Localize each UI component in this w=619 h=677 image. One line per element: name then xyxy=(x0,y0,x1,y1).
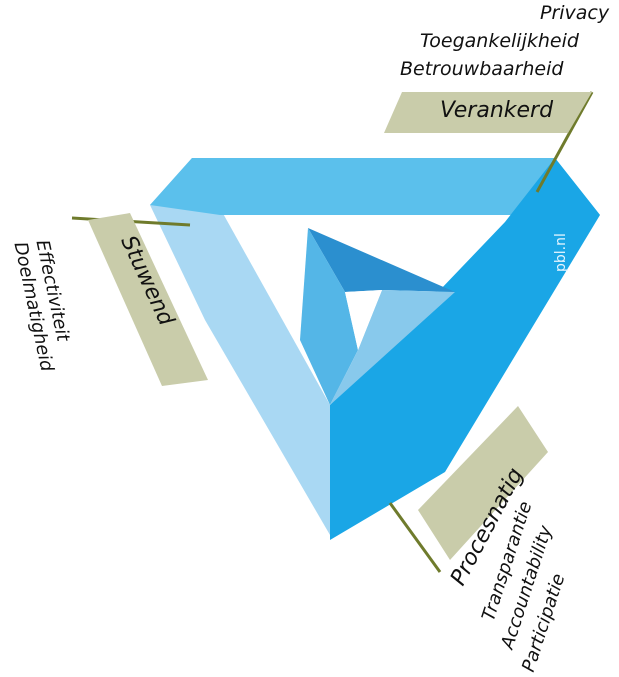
procesmatig-leader xyxy=(388,502,442,573)
center-hole xyxy=(345,290,382,350)
top-face xyxy=(150,158,600,215)
inner-top-bevel xyxy=(308,228,455,292)
inner-left-bevel xyxy=(300,228,358,405)
pbl-watermark: pbl.nl xyxy=(553,233,569,272)
right-face xyxy=(330,158,600,540)
verankerd-item-toegankelijkheid: Toegankelijkheid xyxy=(420,30,579,52)
verankerd-title: Verankerd xyxy=(440,98,554,123)
left-face xyxy=(150,158,330,535)
stuwend-tag xyxy=(88,213,208,386)
verankerd-item-betrouwbaarheid: Betrouwbaarheid xyxy=(400,58,564,80)
verankerd-tag xyxy=(384,92,592,133)
verankerd-leader xyxy=(535,91,594,193)
procesmatig-tag xyxy=(418,406,548,560)
inner-right-bevel xyxy=(330,290,455,405)
verankerd-item-privacy: Privacy xyxy=(540,2,610,24)
